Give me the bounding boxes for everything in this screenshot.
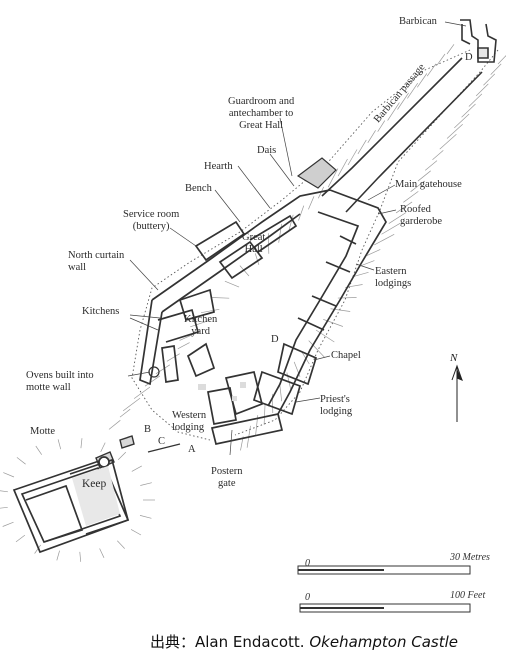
label-point-a: A (188, 444, 196, 455)
label-barbican: Barbican (399, 16, 437, 27)
label-kitchens: Kitchens (82, 306, 120, 317)
label-ovens: Ovens built into motte wall (26, 370, 94, 393)
bailey-walls (139, 189, 387, 446)
label-roofed-garderobe: Roofed garderobe (400, 204, 442, 227)
label-dais: Dais (257, 145, 277, 156)
scale-metres-zero: 0 (305, 558, 310, 569)
scale-feet-label: 100 Feet (450, 590, 486, 601)
label-point-b: B (144, 424, 152, 435)
label-area-d-top: D (465, 52, 473, 63)
label-bench: Bench (185, 183, 212, 194)
label-north-curtain-wall: North curtain wall (68, 250, 125, 273)
label-postern-gate: Postern gate (211, 466, 243, 489)
label-chapel: Chapel (331, 350, 361, 361)
label-kitchen-yard: Kitchen yard (184, 314, 218, 337)
scale-bars (297, 565, 471, 613)
outer-boundary (131, 49, 499, 441)
wall-fills (198, 382, 246, 401)
label-keep: Keep (82, 478, 107, 490)
label-great-hall: Great Hall (242, 232, 266, 255)
source-credit: 出典：Alan Endacott. Okehampton Castle (150, 631, 458, 652)
oven (148, 366, 160, 378)
credit-prefix: 出典：Alan Endacott. (150, 633, 305, 651)
guardroom-block (296, 157, 337, 189)
label-priests-lodging: Priest's lodging (320, 394, 353, 417)
label-motte: Motte (30, 426, 56, 437)
label-hearth: Hearth (204, 161, 233, 172)
keep-fill (72, 466, 120, 526)
barbican-walls (460, 19, 497, 63)
label-western-lodging: Western lodging (172, 410, 207, 433)
leader-lines (127, 21, 467, 456)
keep-walls (12, 456, 130, 554)
label-eastern-lodgings: Eastern lodgings (375, 266, 412, 289)
label-guardroom: Guardroom and antechamber to Great Hall (228, 96, 295, 131)
credit-title: Okehampton Castle (309, 633, 458, 651)
label-main-gatehouse: Main gatehouse (395, 179, 462, 190)
north-arrow-icon (451, 364, 464, 422)
label-area-d-mid: D (271, 334, 279, 345)
scale-feet-zero: 0 (305, 592, 310, 603)
north-label: N (450, 352, 458, 364)
scale-metres-label: 30 Metres (450, 552, 490, 563)
label-point-c: C (158, 436, 166, 447)
label-service-room: Service room (buttery) (123, 209, 180, 232)
